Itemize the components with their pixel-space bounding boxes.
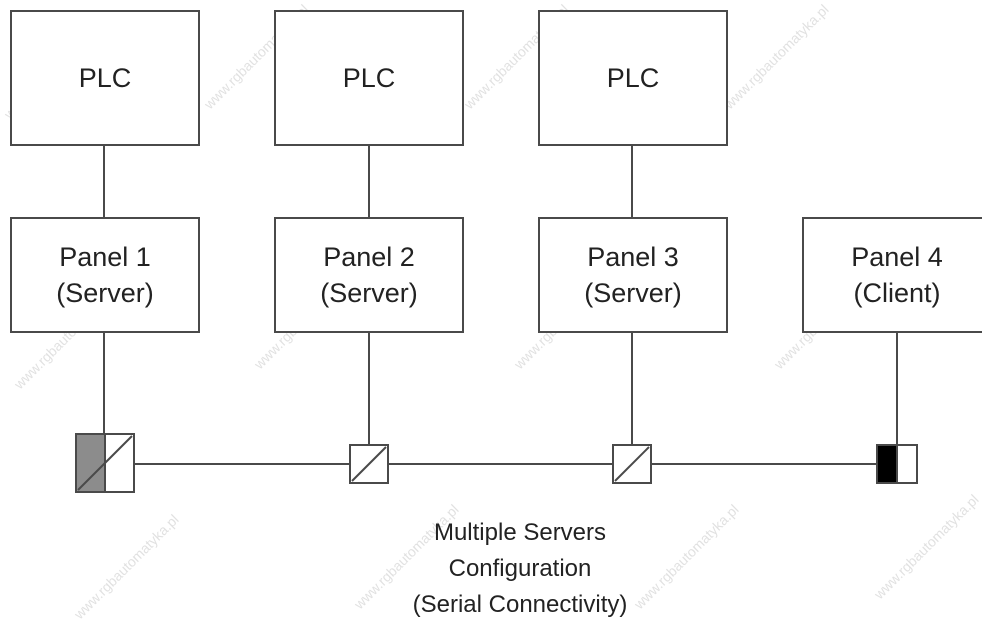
plc-label: PLC [342, 63, 396, 93]
panel-box-1: Panel 1 (Server) [10, 217, 200, 333]
converter-4-icon [876, 444, 918, 484]
plc-box-3: PLC [538, 10, 728, 146]
panel-name: Panel 4 [851, 242, 943, 272]
converter-3-icon [612, 444, 652, 484]
plc-box-2: PLC [274, 10, 464, 146]
caption-line-1: Multiple Servers [433, 519, 607, 546]
panel-role: (Client) [853, 278, 941, 308]
panel-role: (Server) [584, 278, 682, 308]
panel-role: (Server) [56, 278, 154, 308]
plc-box-1: PLC [10, 10, 200, 146]
plc-label: PLC [78, 63, 132, 93]
svg-text:www.rgbautomatyka.pl: www.rgbautomatyka.pl [870, 491, 982, 603]
converter-2-icon [349, 444, 389, 484]
svg-text:www.rgbautomatyka.pl: www.rgbautomatyka.pl [720, 1, 832, 113]
panel-name: Panel 2 [323, 242, 415, 272]
panel-box-3: Panel 3 (Server) [538, 217, 728, 333]
caption-line-2: Configuration [448, 555, 592, 582]
panel-role: (Server) [320, 278, 418, 308]
panel-name: Panel 1 [59, 242, 151, 272]
panel-name: Panel 3 [587, 242, 679, 272]
panel-box-4: Panel 4 (Client) [802, 217, 982, 333]
converter-1-icon [75, 433, 135, 493]
diagram-caption: Multiple Servers Configuration (Serial C… [380, 515, 660, 623]
svg-text:www.rgbautomatyka.pl: www.rgbautomatyka.pl [70, 511, 182, 623]
panel-box-2: Panel 2 (Server) [274, 217, 464, 333]
caption-line-3: (Serial Connectivity) [412, 591, 628, 618]
plc-label: PLC [606, 63, 660, 93]
